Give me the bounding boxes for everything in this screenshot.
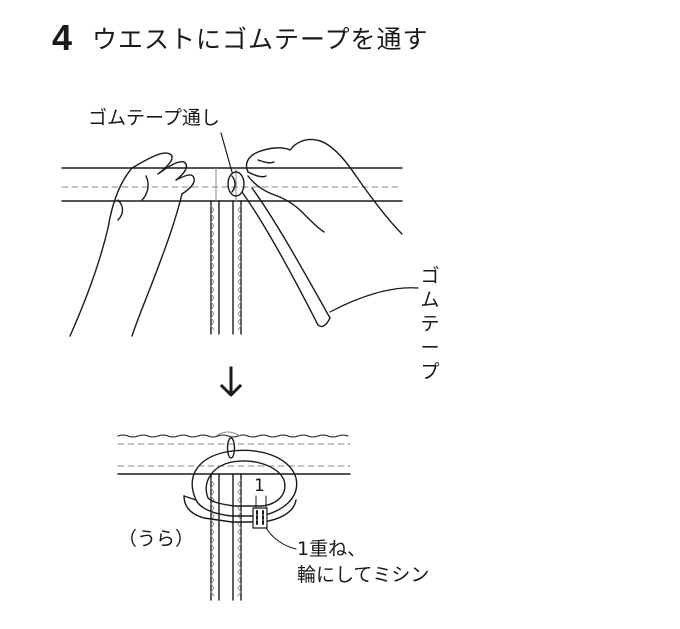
step-title: ウエストにゴムテープを通す — [92, 25, 429, 54]
side-seam-top — [210, 167, 242, 335]
label-overlap-count: 1 — [254, 476, 265, 496]
label-reverse-side: （うら） — [118, 528, 195, 550]
arrow-down-icon — [219, 366, 243, 397]
step-number: 4 — [52, 17, 73, 58]
side-seam-bottom — [210, 437, 242, 601]
label-elastic-tape: ゴムテープ — [420, 265, 440, 383]
left-hand — [69, 152, 195, 337]
elastic-tape-top — [241, 187, 419, 328]
label-sewing-line1: 1重ね、 — [297, 538, 367, 560]
threader-tool — [220, 132, 245, 197]
elastic-loop — [183, 449, 298, 523]
label-sewing-line2: 輪にしてミシン — [297, 564, 430, 586]
overlap-stitch — [252, 495, 268, 529]
sewing-leader-line — [265, 527, 297, 550]
label-threader: ゴムテープ通し — [88, 107, 220, 129]
right-hand — [245, 138, 403, 235]
waistband-bottom — [117, 431, 351, 475]
